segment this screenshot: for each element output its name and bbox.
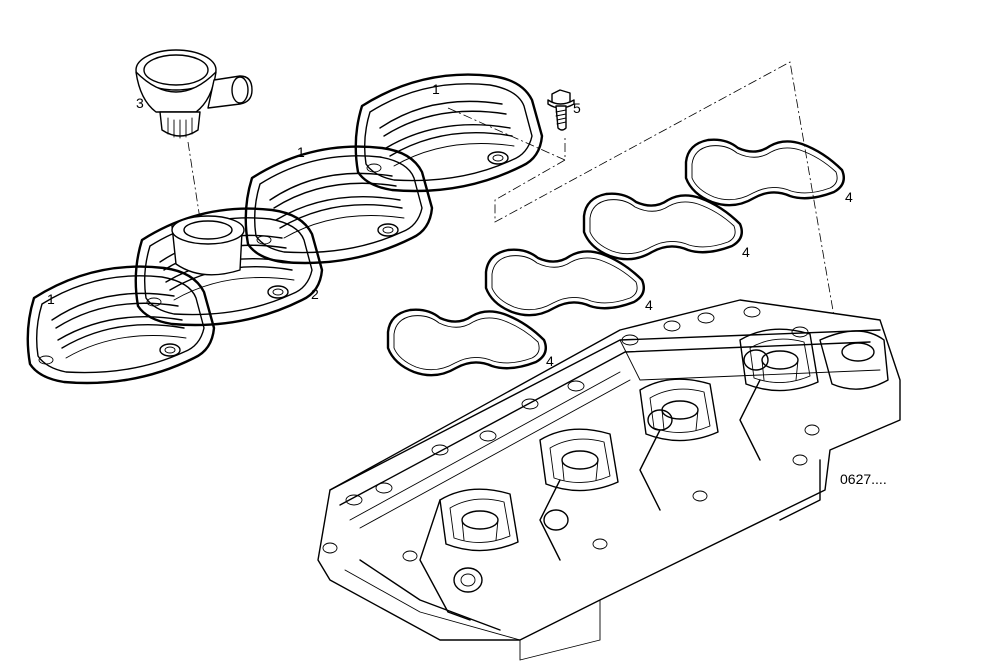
callout-breather-cap: 3 (136, 95, 144, 111)
callout-cover-right: 1 (432, 81, 440, 97)
callout-cover-with-port: 2 (311, 286, 319, 302)
gasket-drawing-4 (684, 138, 845, 207)
callout-gasket-4: 4 (845, 189, 853, 205)
camshaft-carrier-drawing (317, 299, 901, 661)
drawing-reference-code: 0627.... (840, 471, 887, 487)
cover-drawing-right (354, 73, 544, 193)
callout-gasket-1: 4 (546, 353, 554, 369)
cover-with-port-drawing (134, 207, 324, 327)
callout-cover-left: 1 (47, 291, 55, 307)
gasket-drawing-1 (386, 308, 547, 377)
cover-drawing-middle (244, 145, 434, 265)
breather-cap-drawing (135, 49, 253, 139)
callout-gasket-3: 4 (742, 244, 750, 260)
bolt-drawing (547, 89, 575, 131)
callout-bolt: 5 (573, 100, 581, 116)
callout-cover-middle: 1 (297, 144, 305, 160)
callout-gasket-2: 4 (645, 297, 653, 313)
